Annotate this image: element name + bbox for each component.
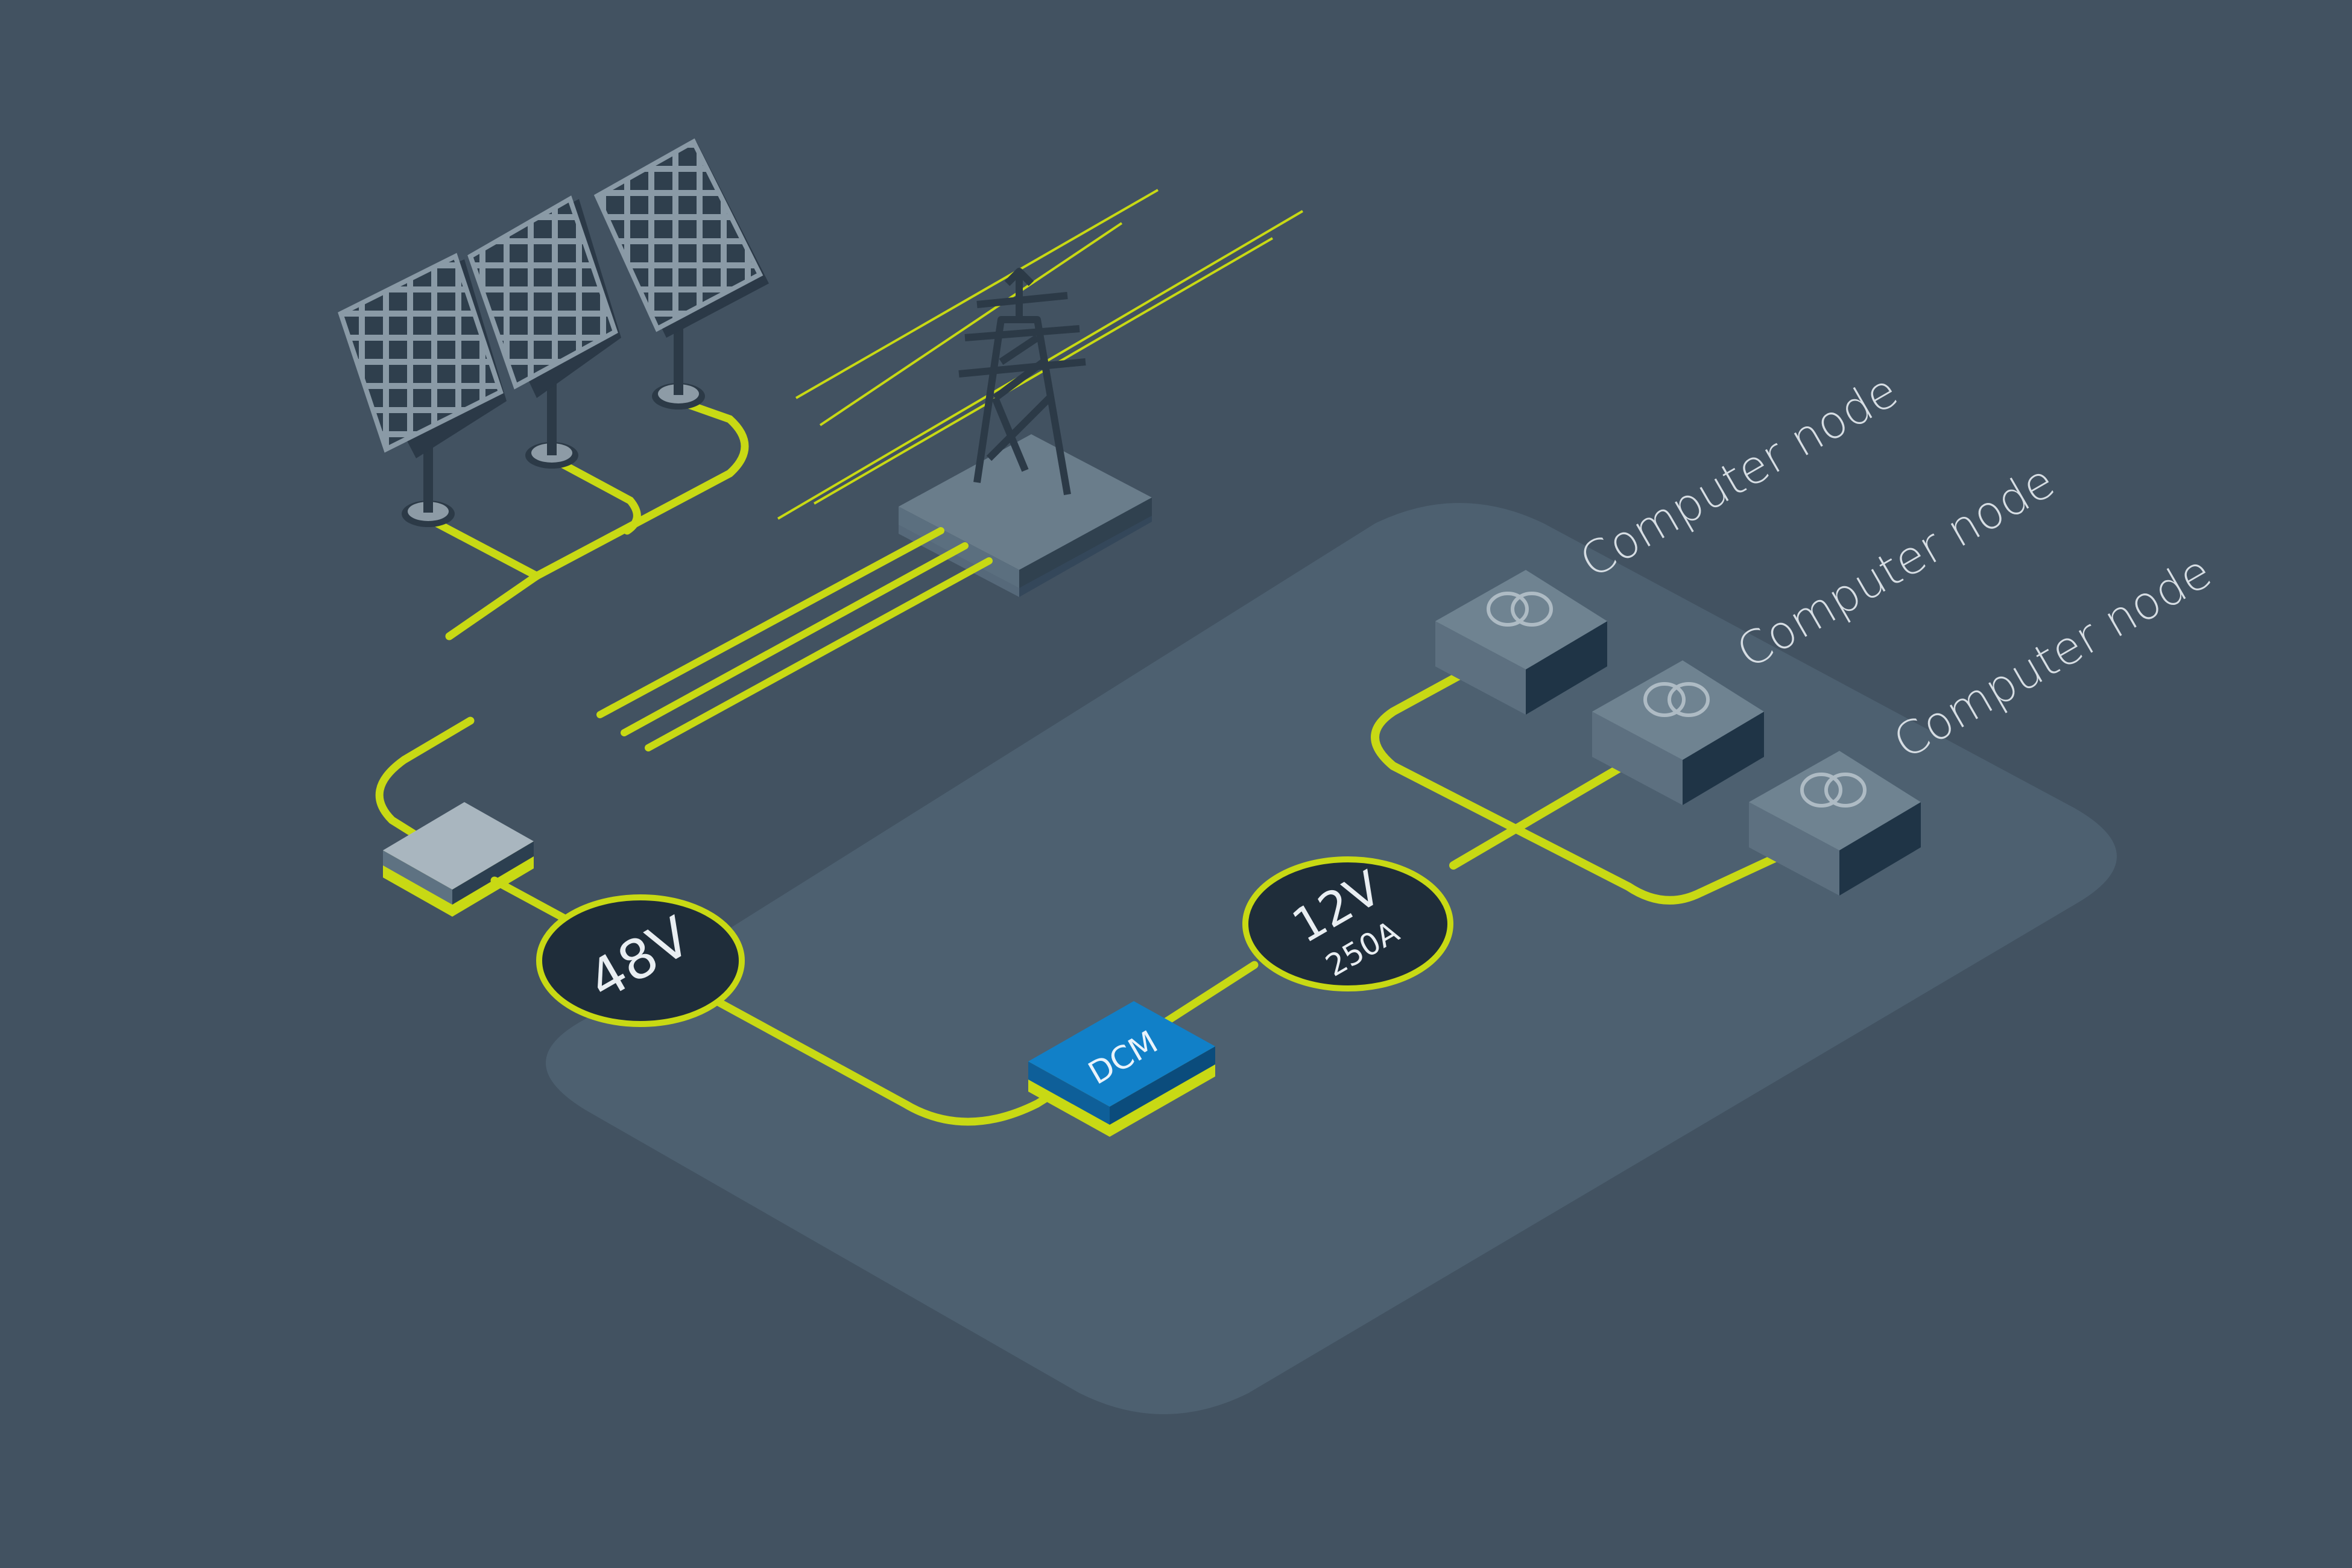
- grid-feed-line: [645, 557, 993, 751]
- overhead-line: [819, 222, 1123, 426]
- interlocked-rings-icon: [1487, 592, 1553, 627]
- solar-panel-icon: [593, 138, 769, 409]
- grid-feed-line: [596, 527, 944, 718]
- solar-panel-icon: [338, 253, 507, 527]
- interlocked-rings-icon: [1800, 773, 1867, 808]
- feed-cable: [375, 716, 475, 839]
- pylon-base: [899, 434, 1152, 570]
- bus-48v-badge: 48V: [536, 894, 745, 1027]
- pylon-base-right: [1019, 498, 1152, 588]
- grid-feed-line: [621, 542, 969, 736]
- power-pylon-icon: [958, 268, 1086, 496]
- grid-supply: [596, 189, 1304, 751]
- node-cable-1: [1371, 671, 1789, 905]
- overhead-line: [795, 189, 1159, 399]
- bus-12v-badge: 12V 250A: [1242, 856, 1453, 991]
- solar-cable: [424, 514, 541, 580]
- solar-cable: [533, 397, 749, 580]
- interlocked-rings-icon: [1643, 682, 1710, 717]
- solar-feed-cable: [445, 572, 541, 640]
- solar-array: [338, 138, 769, 640]
- rectifier-box: [383, 802, 534, 917]
- dcm-module: DCM: [1028, 1001, 1215, 1137]
- solar-panel-icon: [467, 195, 621, 469]
